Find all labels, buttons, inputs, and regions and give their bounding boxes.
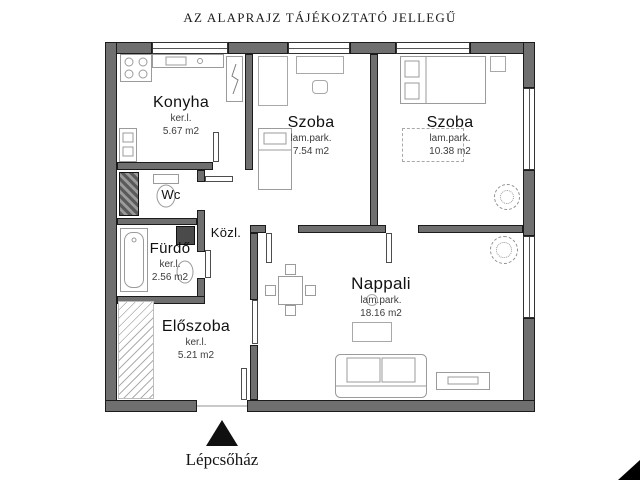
- wall-right: [523, 42, 535, 88]
- room-name: Wc: [161, 187, 181, 202]
- wall-wc-furdo-right: [197, 210, 205, 252]
- stove-icon: [120, 54, 152, 82]
- room-label-eloszoba: Előszoba ker.l. 5.21 m2: [148, 318, 244, 362]
- plant-icon: [494, 184, 520, 210]
- wall-left: [105, 42, 117, 412]
- room-name: Szoba: [426, 114, 474, 131]
- window-szoba2-right: [523, 88, 535, 170]
- wall-konyha-bottom: [117, 162, 213, 170]
- room-floor: ker.l.: [170, 112, 192, 124]
- room-label-furdo: Fürdő ker.l. 2.56 m2: [138, 240, 202, 284]
- kitchen-cabinet-icon: [119, 128, 137, 162]
- stair-hatch-area: [118, 301, 154, 399]
- wall-wc-right: [197, 170, 205, 182]
- wall-szoba1-bottom-b: [298, 225, 386, 233]
- wall-nappali-left-b: [250, 345, 258, 400]
- dining-table-icon: [265, 264, 316, 316]
- room-floor: lam.park.: [360, 294, 402, 306]
- window-szoba1: [288, 42, 350, 54]
- wc-door: [205, 176, 233, 182]
- entrance-threshold: [197, 405, 247, 407]
- room-area: 18.16 m2: [360, 307, 402, 319]
- desk-icon: [296, 56, 344, 74]
- room-name: Konyha: [152, 94, 210, 111]
- room-area: 5.21 m2: [177, 349, 215, 361]
- boiler-icon: [226, 56, 243, 102]
- room-area: 7.54 m2: [292, 145, 330, 157]
- wall-top: [350, 42, 396, 54]
- tv-bench-icon: [436, 372, 490, 390]
- szoba1-door: [266, 233, 272, 263]
- wall-nappali-left-a: [250, 233, 258, 300]
- room-label-szoba2: Szoba lam.park. 10.38 m2: [400, 114, 500, 158]
- room-floor: lam.park.: [429, 132, 471, 144]
- wall-top: [228, 42, 288, 54]
- ceiling-light-icon: [366, 294, 378, 306]
- window-szoba2-top: [396, 42, 470, 54]
- entrance-door: [241, 368, 247, 400]
- room-name: Fürdő: [149, 240, 191, 257]
- wall-bottom: [105, 400, 197, 412]
- room-area: 10.38 m2: [429, 145, 471, 157]
- wall-bottom: [247, 400, 535, 412]
- window-nappali: [523, 236, 535, 318]
- wardrobe-icon: [258, 56, 288, 106]
- szoba2-door: [386, 233, 392, 263]
- bathtub-icon: [120, 228, 148, 292]
- room-name: Nappali: [351, 274, 411, 293]
- room-name: Szoba: [287, 114, 335, 131]
- room-label-wc: Wc: [146, 187, 196, 202]
- wall-szoba1-szoba2: [370, 54, 378, 233]
- furdo-door: [205, 250, 211, 278]
- plant-icon: [490, 236, 518, 264]
- entrance-arrow-icon: [206, 420, 238, 446]
- room-name: Közl.: [210, 225, 242, 240]
- staircase-label: Lépcsőház: [185, 450, 259, 469]
- rug-icon: [402, 128, 464, 162]
- chair-icon: [312, 80, 328, 94]
- room-label-konyha: Konyha ker.l. 5.67 m2: [131, 94, 231, 138]
- nappali-door: [252, 300, 258, 344]
- wall-szoba2-bottom: [418, 225, 523, 233]
- wall-right: [523, 318, 535, 412]
- duct-shaft: [119, 172, 139, 216]
- room-area: 5.67 m2: [162, 125, 200, 137]
- coffee-table-icon: [352, 322, 392, 342]
- wall-konyha-szoba1: [245, 54, 253, 170]
- wall-furdo-bottom: [117, 296, 205, 304]
- washing-machine-icon: [176, 226, 195, 245]
- wall-wc-furdo-divider: [117, 218, 197, 225]
- corner-mark: [618, 460, 640, 480]
- kitchen-sink-icon: [152, 54, 224, 68]
- wall-right: [523, 170, 535, 236]
- sofa-icon: [335, 354, 427, 398]
- nightstand-icon: [490, 56, 506, 72]
- room-floor: ker.l.: [185, 336, 207, 348]
- wall-szoba1-bottom-a: [250, 225, 266, 233]
- room-name: Előszoba: [161, 318, 231, 335]
- room-label-kozl: Közl.: [202, 225, 250, 240]
- washbasin-icon: [176, 260, 194, 284]
- room-floor: ker.l.: [159, 258, 181, 270]
- toilet-icon: [153, 174, 179, 208]
- konyha-door: [213, 132, 219, 162]
- room-label-nappali: Nappali lam.park. 18.16 m2: [330, 274, 432, 320]
- window-konyha: [152, 42, 228, 54]
- bed-single-icon: [258, 128, 292, 190]
- room-label-szoba1: Szoba lam.park. 7.54 m2: [261, 114, 361, 158]
- plan-disclaimer-title: AZ ALAPRAJZ TÁJÉKOZTATÓ JELLEGŰ: [183, 10, 457, 25]
- room-floor: lam.park.: [290, 132, 332, 144]
- bed-double-icon: [400, 56, 486, 104]
- room-area: 2.56 m2: [151, 271, 189, 283]
